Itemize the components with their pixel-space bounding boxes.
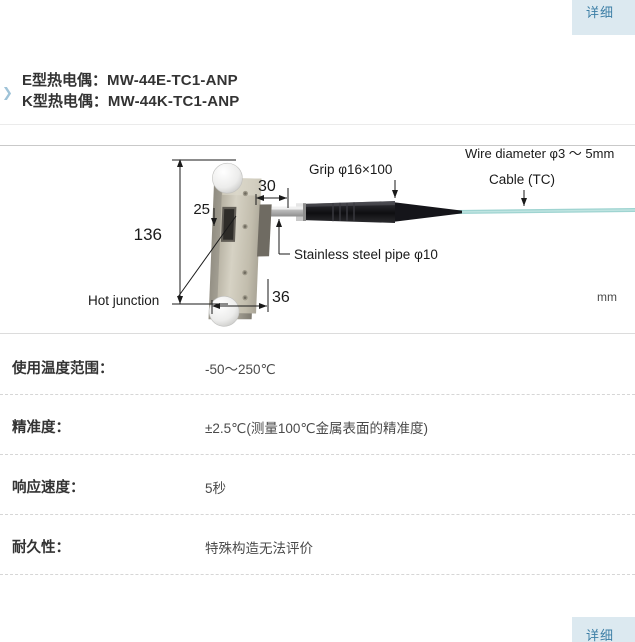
dimension-label-136: 136 [134, 225, 162, 244]
product-model-k: MW-44K-TC1-ANP [107, 93, 240, 110]
detail-tab-bottom[interactable]: 详细 [572, 617, 635, 642]
spec-value-accuracy: ±2.5℃(测量100℃金属表面的精准度) [205, 421, 429, 436]
product-title-block: ❯ E型热电偶：MW-44E-TC1-ANP K型热电偶：MW-44K-TC1-… [0, 70, 635, 112]
thermocouple-type-label-e: E型热电偶： [22, 72, 108, 89]
spec-value-durability: 特殊构造无法评价 [205, 541, 313, 556]
spec-label-response-time: 响应速度： [12, 480, 85, 496]
callout-stainless-pipe: Stainless steel pipe φ10 [294, 247, 438, 262]
detail-tab-top[interactable]: 详细 [572, 0, 635, 35]
callout-grip: Grip φ16×100 [309, 162, 392, 177]
divider-above-diagram-light [0, 124, 635, 125]
spec-divider-4 [0, 574, 635, 575]
detail-tab-bottom-label: 详细 [586, 628, 615, 642]
divider-below-diagram [0, 333, 635, 334]
diagram-unit-label: mm [597, 290, 617, 304]
spec-divider-3 [0, 514, 635, 515]
divider-above-diagram [0, 145, 635, 146]
dimension-label-36: 36 [272, 289, 290, 306]
product-title-line-e: E型热电偶：MW-44E-TC1-ANP [22, 70, 635, 91]
product-model-e: MW-44E-TC1-ANP [107, 72, 238, 89]
dimension-label-30: 30 [258, 178, 276, 195]
spec-value-response-time: 5秒 [205, 481, 227, 496]
spec-value-temperature-range: -50～250℃ [205, 362, 276, 377]
dimension-label-25: 25 [193, 201, 210, 218]
spec-label-accuracy: 精准度： [12, 420, 70, 436]
thermocouple-type-label-k: K型热电偶： [22, 93, 108, 110]
spec-row-temperature-range: 使用温度范围： -50～250℃ [0, 340, 635, 399]
spec-label-temperature-range: 使用温度范围： [12, 361, 114, 377]
spec-label-durability: 耐久性： [12, 540, 70, 556]
callout-cable: Cable (TC) [489, 172, 555, 187]
product-title-line-k: K型热电偶：MW-44K-TC1-ANP [22, 91, 635, 112]
callout-hot-junction: Hot junction [88, 293, 159, 308]
spec-divider-2 [0, 454, 635, 455]
spec-divider-1 [0, 394, 635, 395]
spec-row-durability: 耐久性： 特殊构造无法评价 [0, 519, 635, 578]
product-dimension-diagram: 136 25 30 36 Hot junction Stainless stee… [0, 146, 635, 332]
spec-row-response-time: 响应速度： 5秒 [0, 459, 635, 518]
spec-row-accuracy: 精准度： ±2.5℃(测量100℃金属表面的精准度) [0, 399, 635, 458]
detail-tab-top-label: 详细 [586, 5, 615, 20]
callout-wire-diameter: Wire diameter φ3 ～ 5mm [465, 146, 614, 161]
chevron-right-icon: ❯ [2, 85, 13, 100]
